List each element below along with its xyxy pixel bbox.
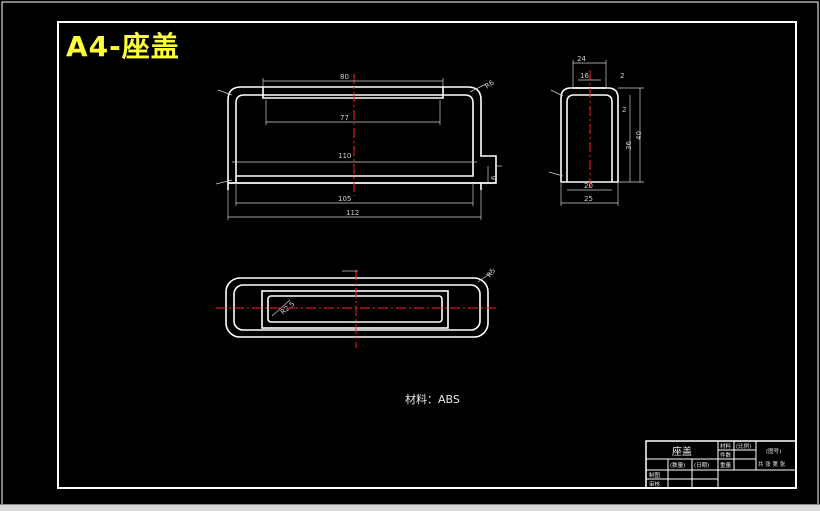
dim-label-side-height-outer: 40 bbox=[635, 131, 643, 140]
tb-part-name: 座盖 bbox=[672, 445, 692, 458]
dim-label-corner: R6 bbox=[483, 78, 496, 90]
title-block bbox=[645, 440, 797, 489]
tb-sheet: 共 张 第 张 bbox=[758, 460, 786, 468]
leader-top-corner bbox=[477, 271, 493, 283]
front-view-outer-outline bbox=[227, 86, 497, 184]
tb-checker: 审核 bbox=[649, 480, 661, 488]
title-block-text: 座盖 材料 (比例) 件数 (图号) 重量 (数量) (日期) 制图 审核 共 … bbox=[649, 442, 786, 488]
tb-scale: (比例) bbox=[736, 442, 751, 450]
status-bar bbox=[0, 504, 820, 511]
top-view-dimensions bbox=[271, 270, 493, 317]
leader-corner-front bbox=[469, 83, 487, 93]
side-view-dim-labels: 24 16 20 25 36 40 2 2 bbox=[577, 55, 643, 203]
dim-label-side-inner-top: 16 bbox=[580, 72, 589, 80]
tb-count: 件数 bbox=[720, 451, 732, 459]
front-view-top-recess bbox=[262, 87, 444, 99]
dim-label-bottom-width: 105 bbox=[338, 195, 351, 203]
drawing-title: A4-座盖 bbox=[66, 30, 180, 63]
tb-draw-date: (日期) bbox=[694, 462, 709, 469]
dim-label-side-bottom-inner: 20 bbox=[584, 182, 593, 190]
leader-side-left bbox=[550, 89, 564, 97]
dim-label-top-corner: R5 bbox=[485, 267, 497, 279]
front-view bbox=[227, 86, 497, 190]
title-block-frame bbox=[645, 440, 797, 489]
dim-label-side-bottom: 25 bbox=[584, 195, 593, 203]
dim-label-side-top: 24 bbox=[577, 55, 586, 63]
dim-label-mid-width: 110 bbox=[338, 152, 351, 160]
material-note: 材料：ABS bbox=[405, 393, 460, 406]
dim-label-side-small-b: 2 bbox=[622, 106, 626, 114]
dim-label-side-small-a: 2 bbox=[620, 72, 624, 80]
dim-label-top-inner: R2.5 bbox=[279, 300, 296, 316]
dim-label-overall-width: 112 bbox=[346, 209, 359, 217]
tb-drawing-no: (图号) bbox=[766, 447, 781, 455]
leader-top-inner bbox=[271, 299, 291, 317]
front-view-dimensions bbox=[215, 78, 502, 220]
tb-material: 材料 bbox=[720, 442, 732, 450]
leader-left-top bbox=[217, 89, 233, 96]
tb-weight-label: 重量 bbox=[720, 461, 732, 469]
dim-label-side-height-inner: 36 bbox=[625, 141, 633, 150]
leader-side-bottom bbox=[548, 171, 564, 177]
front-view-inner-outline bbox=[235, 94, 474, 183]
dim-label-inner-width: 77 bbox=[340, 114, 349, 122]
leader-left-bottom bbox=[215, 179, 233, 185]
tb-weight: (数量) bbox=[670, 461, 685, 469]
side-view-dimensions bbox=[548, 60, 644, 206]
dim-label-top-width: 80 bbox=[340, 73, 349, 81]
tb-designer: 制图 bbox=[649, 471, 661, 479]
top-view-inner-frame bbox=[261, 290, 449, 329]
top-view-recess bbox=[267, 295, 443, 323]
dim-label-side-height: 6 bbox=[490, 175, 498, 180]
drawing-frame bbox=[57, 21, 797, 489]
